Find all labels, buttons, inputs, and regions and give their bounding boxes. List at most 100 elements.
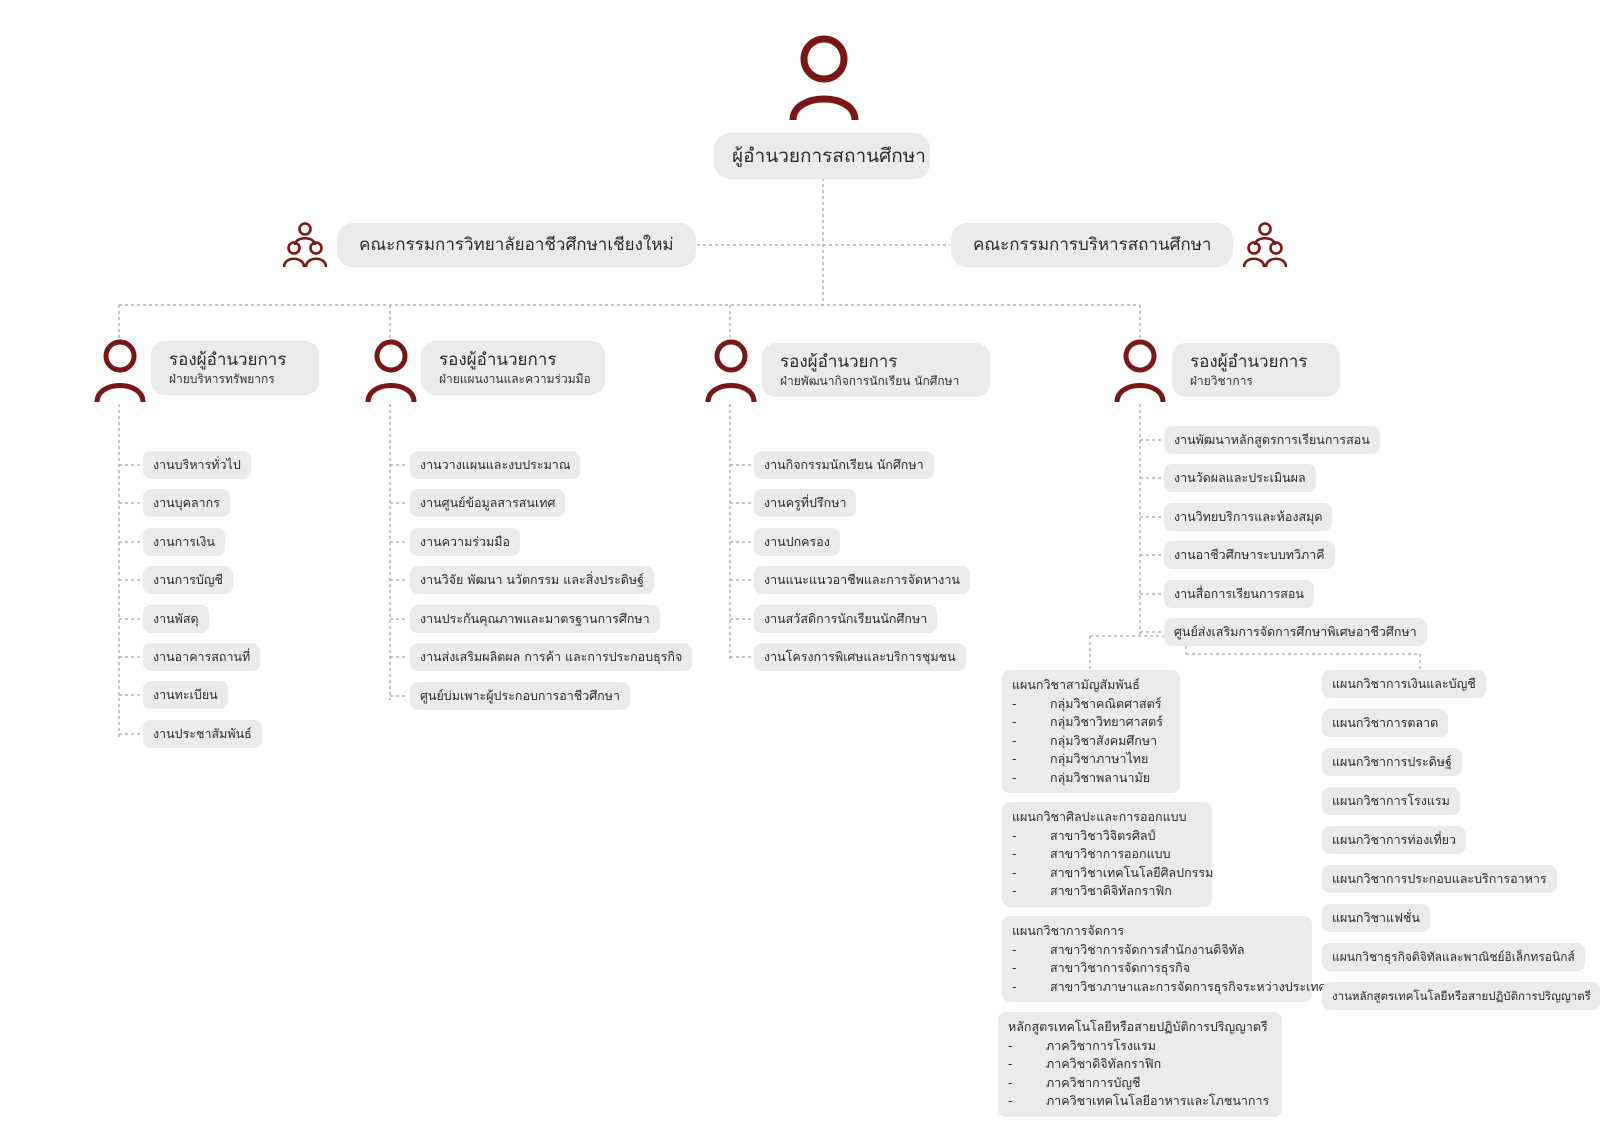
deputy-box-resources[interactable]: รองผู้อำนวยการ ฝ่ายบริหารทรัพยากร bbox=[151, 341, 319, 395]
list-item[interactable]: แผนกวิชาธุรกิจดิจิทัลและพาณิชย์อิเล็กทรอ… bbox=[1322, 943, 1585, 971]
item-label: งานกิจกรรมนักเรียน นักศึกษา bbox=[764, 457, 924, 472]
list-item[interactable]: แผนกวิชาการประดิษฐ์ bbox=[1322, 748, 1462, 776]
list-item[interactable]: งานสื่อการเรียนการสอน bbox=[1164, 580, 1314, 608]
board-box-left[interactable]: คณะกรรมการวิทยาลัยอาชีวศึกษาเชียงใหม่ bbox=[337, 223, 696, 267]
list-item[interactable]: ศูนย์ส่งเสริมการจัดการศึกษาพิเศษอาชีวศึก… bbox=[1164, 618, 1427, 646]
item-label: งานทะเบียน bbox=[153, 687, 218, 702]
deputy-subtitle: ฝ่ายวิชาการ bbox=[1190, 374, 1253, 388]
list-item[interactable]: งานพัสดุ bbox=[143, 605, 209, 633]
list-item[interactable]: งานอาชีวศึกษาระบบทวิภาคี bbox=[1164, 541, 1335, 569]
list-item[interactable]: งานกิจกรรมนักเรียน นักศึกษา bbox=[754, 451, 934, 479]
group-item-label: ภาควิชาเทคโนโลยีอาหารและโภชนาการ bbox=[1046, 1093, 1270, 1108]
deputy-subtitle: ฝ่ายบริหารทรัพยากร bbox=[169, 372, 275, 386]
list-item[interactable]: งานอาคารสถานที่ bbox=[143, 643, 261, 671]
item-label: งานการบัญชี bbox=[153, 572, 224, 587]
board-box-right[interactable]: คณะกรรมการบริหารสถานศึกษา bbox=[951, 223, 1234, 267]
group-item: -ภาควิชาดิจิทัลกราฟิก bbox=[1008, 1055, 1272, 1074]
group-item-label: กลุ่มวิชาภาษาไทย bbox=[1050, 751, 1149, 766]
deputy-subtitle: ฝ่ายพัฒนากิจการนักเรียน นักศึกษา bbox=[780, 374, 960, 388]
item-label: แผนกวิชาการโรงแรม bbox=[1332, 793, 1450, 808]
item-label: งานศูนย์ข้อมูลสารสนเทศ bbox=[420, 495, 556, 510]
item-label: งานปกครอง bbox=[764, 534, 830, 549]
deputy-box-student-affairs[interactable]: รองผู้อำนวยการ ฝ่ายพัฒนากิจการนักเรียน น… bbox=[762, 343, 990, 397]
list-item[interactable]: งานประชาสัมพันธ์ bbox=[143, 720, 262, 748]
item-label: แผนกวิชาการประดิษฐ์ bbox=[1332, 754, 1452, 769]
item-label: ศูนย์ส่งเสริมการจัดการศึกษาพิเศษอาชีวศึก… bbox=[1174, 624, 1417, 639]
list-item[interactable]: งานวัดผลและประเมินผล bbox=[1164, 464, 1316, 492]
list-item[interactable]: งานวางแผนและงบประมาณ bbox=[410, 451, 581, 479]
group-box[interactable]: แผนกวิชาสามัญสัมพันธ์ -กลุ่มวิชาคณิตศาสต… bbox=[1002, 670, 1180, 793]
list-item[interactable]: งานวิทยบริการและห้องสมุด bbox=[1164, 503, 1333, 531]
deputy-box-planning[interactable]: รองผู้อำนวยการ ฝ่ายแผนงานและความร่วมมือ bbox=[421, 341, 605, 395]
dash: - bbox=[1012, 751, 1017, 766]
group-item: -สาขาวิชาวิจิตรศิลป์ bbox=[1012, 827, 1202, 846]
list-item[interactable]: งานส่งเสริมผลิตผล การค้า และการประกอบธุร… bbox=[410, 643, 693, 671]
director-label: ผู้อำนวยการสถานศึกษา bbox=[732, 145, 926, 167]
item-label: งานวิทยบริการและห้องสมุด bbox=[1174, 509, 1323, 524]
group-item-label: ภาควิชาดิจิทัลกราฟิก bbox=[1046, 1056, 1162, 1071]
group-item-label: สาขาวิชาภาษาและการจัดการธุรกิจระหว่างประ… bbox=[1050, 978, 1327, 994]
list-item[interactable]: งานการเงิน bbox=[143, 528, 225, 556]
list-item[interactable]: แผนกวิชาการตลาด bbox=[1322, 709, 1449, 737]
list-item[interactable]: งานปกครอง bbox=[754, 528, 840, 556]
group-box[interactable]: แผนกวิชาการจัดการ -สาขาวิชาการจัดการสำนั… bbox=[1002, 916, 1327, 1002]
group-item-label: สาขาวิชาดิจิทัลกราฟิก bbox=[1050, 883, 1172, 898]
director-box[interactable]: ผู้อำนวยการสถานศึกษา bbox=[714, 133, 930, 179]
board-label-left: คณะกรรมการวิทยาลัยอาชีวศึกษาเชียงใหม่ bbox=[359, 235, 674, 255]
item-label: งานครูที่ปรึกษา bbox=[764, 495, 847, 510]
list-item[interactable]: งานบริหารทั่วไป bbox=[143, 451, 251, 479]
item-label: งานหลักสูตรเทคโนโลยีหรือสายปฏิบัติการปริ… bbox=[1332, 989, 1591, 1003]
item-label: แผนกวิชาแฟชั่น bbox=[1332, 910, 1420, 925]
list-item[interactable]: แผนกวิชาการเงินและบัญชี bbox=[1322, 670, 1486, 698]
group-item: - กลุ่มวิชาภาษาไทย bbox=[1012, 750, 1170, 769]
list-item[interactable]: ศูนย์บ่มเพาะผู้ประกอบการอาชีวศึกษา bbox=[410, 682, 631, 710]
list-item[interactable]: งานโครงการพิเศษและบริการชุมชน bbox=[754, 643, 966, 671]
dash: - bbox=[1012, 695, 1017, 711]
item-label: งานสวัสดิการนักเรียนนักศึกษา bbox=[764, 611, 928, 626]
item-label: งานวางแผนและงบประมาณ bbox=[420, 457, 571, 472]
deputy-title: รองผู้อำนวยการ bbox=[439, 350, 557, 370]
dash: - bbox=[1008, 1093, 1013, 1108]
group-box[interactable]: แผนกวิชาศิลปะและการออกแบบ -สาขาวิชาวิจิต… bbox=[1002, 802, 1214, 907]
item-label: งานสื่อการเรียนการสอน bbox=[1174, 586, 1304, 601]
item-label: งานบริหารทั่วไป bbox=[153, 457, 241, 472]
item-label: งานประกันคุณภาพและมาตรฐานการศึกษา bbox=[420, 611, 650, 626]
dash: - bbox=[1012, 714, 1017, 729]
group-icon bbox=[283, 222, 327, 268]
item-label: งานพัฒนาหลักสูตรการเรียนการสอน bbox=[1174, 432, 1370, 447]
list-item[interactable]: งานแนะแนวอาชีพและการจัดหางาน bbox=[754, 566, 970, 594]
item-label: งานอาชีวศึกษาระบบทวิภาคี bbox=[1174, 547, 1325, 562]
group-item-label: สาขาวิชาเทคโนโลยีศิลปกรรม bbox=[1050, 864, 1214, 880]
group-item-label: สาขาวิชาการจัดการธุรกิจ bbox=[1050, 960, 1191, 975]
list-item[interactable]: งานความร่วมมือ bbox=[410, 528, 521, 556]
list-item[interactable]: งานหลักสูตรเทคโนโลยีหรือสายปฏิบัติการปริ… bbox=[1322, 982, 1600, 1010]
list-item[interactable]: แผนกวิชาการโรงแรม bbox=[1322, 787, 1460, 815]
group-item: -กลุ่มวิชาสังคมศึกษา bbox=[1012, 732, 1170, 751]
board-label-right: คณะกรรมการบริหารสถานศึกษา bbox=[973, 235, 1212, 255]
list-item[interactable]: แผนกวิชาการประกอบและบริการอาหาร bbox=[1322, 865, 1557, 893]
group-item-label: สาขาวิชาวิจิตรศิลป์ bbox=[1050, 827, 1156, 843]
group-item: -ภาควิชาการโรงแรม bbox=[1008, 1037, 1272, 1056]
list-item[interactable]: แผนกวิชาการท่องเที่ยว bbox=[1322, 826, 1467, 854]
item-label: งานแนะแนวอาชีพและการจัดหางาน bbox=[764, 572, 960, 587]
item-label: งานอาคารสถานที่ bbox=[153, 649, 251, 664]
list-item[interactable]: งานศูนย์ข้อมูลสารสนเทศ bbox=[410, 489, 566, 517]
list-item[interactable]: งานการบัญชี bbox=[143, 566, 234, 594]
list-item[interactable]: งานวิจัย พัฒนา นวัตกรรม และสิ่งประดิษฐ์ bbox=[410, 566, 655, 594]
list-item[interactable]: งานครูที่ปรึกษา bbox=[754, 489, 857, 517]
list-item[interactable]: งานบุคลากร bbox=[143, 489, 230, 517]
list-item[interactable]: งานพัฒนาหลักสูตรการเรียนการสอน bbox=[1164, 426, 1380, 454]
list-item[interactable]: งานสวัสดิการนักเรียนนักศึกษา bbox=[754, 605, 938, 633]
item-label: แผนกวิชาการท่องเที่ยว bbox=[1332, 832, 1457, 847]
list-item[interactable]: งานประกันคุณภาพและมาตรฐานการศึกษา bbox=[410, 605, 660, 633]
group-title: แผนกวิชาการจัดการ bbox=[1012, 923, 1125, 938]
group-item: -สาขาวิชาภาษาและการจัดการธุรกิจระหว่างปร… bbox=[1012, 978, 1327, 997]
item-label: งานการเงิน bbox=[153, 534, 215, 549]
dash: - bbox=[1012, 846, 1017, 861]
group-box[interactable]: หลักสูตรเทคโนโลยีหรือสายปฏิบัติการปริญญา… bbox=[998, 1012, 1282, 1117]
deputy-box-academic[interactable]: รองผู้อำนวยการ ฝ่ายวิชาการ bbox=[1172, 343, 1340, 397]
list-item[interactable]: งานทะเบียน bbox=[143, 681, 228, 709]
item-label: แผนกวิชาการประกอบและบริการอาหาร bbox=[1332, 871, 1547, 886]
list-item[interactable]: แผนกวิชาแฟชั่น bbox=[1322, 904, 1430, 932]
